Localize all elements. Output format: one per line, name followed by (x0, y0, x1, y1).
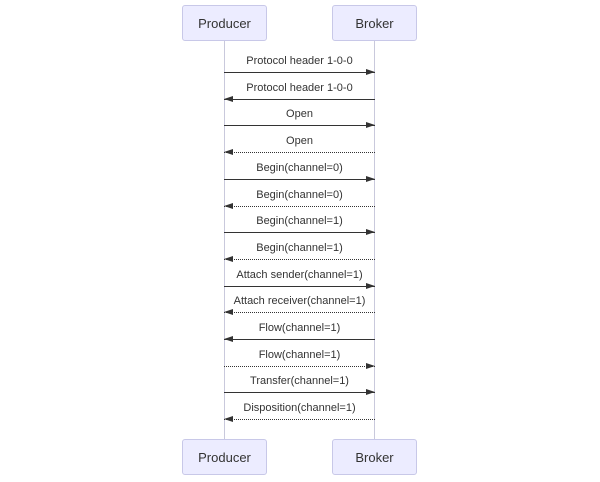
message-label: Attach sender(channel=1) (236, 269, 363, 281)
arrowhead-icon (366, 363, 375, 369)
message-label: Protocol header 1-0-0 (246, 82, 353, 94)
arrowhead-icon (366, 69, 375, 75)
message-label: Attach receiver(channel=1) (233, 295, 366, 307)
message-label: Flow(channel=1) (258, 349, 341, 361)
arrowhead-icon (366, 389, 375, 395)
message-line (224, 179, 375, 180)
message-line (224, 72, 375, 73)
message-line (224, 312, 375, 313)
arrowhead-icon (224, 416, 233, 422)
message-label: Flow(channel=1) (258, 322, 341, 334)
arrowhead-icon (366, 229, 375, 235)
arrowhead-icon (224, 203, 233, 209)
message-label: Begin(channel=1) (256, 215, 343, 227)
arrowhead-icon (366, 283, 375, 289)
lifeline-producer (224, 41, 225, 439)
arrowhead-icon (224, 149, 233, 155)
message-line (224, 232, 375, 233)
arrowhead-icon (366, 122, 375, 128)
message-label: Transfer(channel=1) (250, 375, 349, 387)
message-label: Protocol header 1-0-0 (246, 55, 353, 67)
arrowhead-icon (224, 309, 233, 315)
message-line (224, 366, 375, 367)
arrowhead-icon (366, 176, 375, 182)
actor-producer-bottom: Producer (182, 439, 267, 475)
lifeline-broker (374, 41, 375, 439)
message-label: Begin(channel=0) (256, 162, 343, 174)
arrowhead-icon (224, 336, 233, 342)
message-label: Disposition(channel=1) (243, 402, 356, 414)
message-label: Begin(channel=1) (256, 242, 343, 254)
message-line (224, 125, 375, 126)
message-line (224, 419, 375, 420)
actor-broker-top: Broker (332, 5, 417, 41)
message-line (224, 259, 375, 260)
message-label: Open (286, 135, 313, 147)
arrowhead-icon (224, 256, 233, 262)
message-line (224, 99, 375, 100)
message-line (224, 152, 375, 153)
message-line (224, 206, 375, 207)
message-line (224, 392, 375, 393)
message-line (224, 339, 375, 340)
arrowhead-icon (224, 96, 233, 102)
actor-broker-bottom: Broker (332, 439, 417, 475)
message-label: Begin(channel=0) (256, 189, 343, 201)
message-label: Open (286, 108, 313, 120)
message-line (224, 286, 375, 287)
actor-producer-top: Producer (182, 5, 267, 41)
